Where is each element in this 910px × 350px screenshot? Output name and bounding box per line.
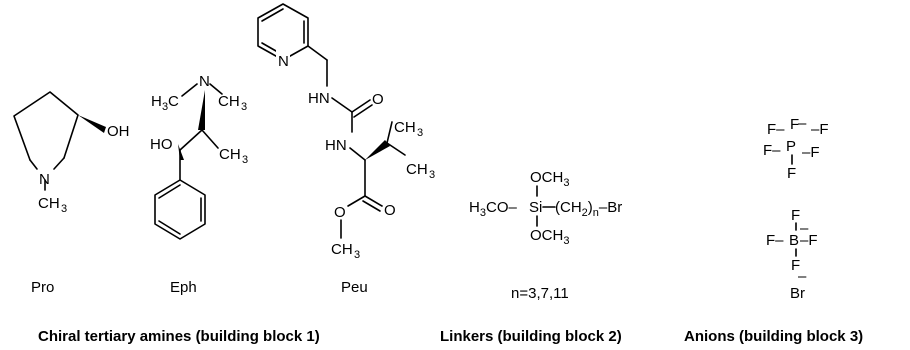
eph-h3c-c: C [168,93,179,110]
pf6-anion: F– F – –F F– P –F F [763,115,829,182]
peu-o1: O [372,91,384,108]
pro-oh: OH [107,123,130,140]
pf6-f-bottom: F [787,165,796,182]
eph-bond-cme [201,129,219,149]
label-peu: Peu [341,279,368,296]
pro-ch-sub: 3 [61,203,67,215]
eph-n: N [199,73,210,90]
pro-structure: N CH 3 OH [13,91,130,215]
peu-bond-nca [349,147,366,161]
bf4-f-top: F [791,207,800,224]
label-br: Br [790,285,805,302]
pf6-f-left-top: F– [767,121,785,138]
peu-ch3c-sub: 3 [354,249,360,261]
caption-amines: Chiral tertiary amines (building block 1… [38,328,320,345]
pro-ring-bonds [13,91,79,161]
linker-si: Si [529,199,542,216]
pro-ch: CH [38,195,60,212]
pro-bond-n1 [29,159,38,170]
label-eph: Eph [170,279,197,296]
peu-ch3b-sub: 3 [429,169,435,181]
label-linker-n: n=3,7,11 [511,285,569,302]
peu-hn1: HN [308,90,330,107]
peu-bond-co3 [364,195,383,207]
eph-ch3-a: CH [218,93,240,110]
pro-n: N [39,171,50,188]
linker-structure: OCH3 H3CO– Si (CH2)n–Br OCH3 [469,169,622,247]
peu-ch3b: CH [406,161,428,178]
peu-hn2: HN [325,137,347,154]
peu-ch3c: CH [331,241,353,258]
peu-wedge [365,140,390,160]
caption-anions: Anions (building block 3) [684,328,863,345]
pf6-f-top-minus: – [798,115,807,132]
pf6-f-right-top: –F [811,121,829,138]
peu-bond-co1 [351,99,371,113]
peu-o2: O [384,202,396,219]
bf4-anion: F F– B – –F F [766,207,818,274]
linker-chain: (CH2)n–Br [555,199,622,219]
peu-bond-ch2 [307,45,328,61]
caption-linkers: Linkers (building block 2) [440,328,622,345]
peu-bond-co5 [347,195,366,207]
bf4-f-bottom: F [791,257,800,274]
eph-ch3-b: CH [219,146,241,163]
eph-ch3-b-sub: 3 [242,154,248,166]
peu-bond-ipr1 [386,121,393,144]
eph-ph-db3 [158,184,181,199]
eph-h3c-h: H [151,93,162,110]
pf6-f-left: F– [763,142,781,159]
peu-o3: O [334,204,346,221]
peu-bond-co2 [353,104,373,118]
peu-bond-nc [331,97,353,113]
bf4-f-left: F– [766,232,784,249]
eph-wedge-n [198,90,205,130]
linker-och3-bottom: OCH3 [530,227,569,247]
peu-bond-co4 [362,200,381,212]
eph-structure: H 3 C N CH 3 HO CH 3 [150,73,248,240]
linker-h3co: H3CO– [469,199,517,219]
peu-py-n: N [278,53,289,70]
bf4-b: B [789,232,799,249]
br-anion-minus: – [798,268,807,285]
eph-bond-nme2 [209,83,223,95]
eph-ho: HO [150,136,173,153]
pf6-f-right: –F [802,144,820,161]
pro-wedge [78,115,106,133]
eph-phenyl [154,179,206,240]
peu-ch3a-sub: 3 [417,127,423,139]
peu-ch3a: CH [394,119,416,136]
bf4-f-right: –F [800,232,818,249]
pf6-f-top: F [790,116,799,133]
eph-bond-nme1 [181,83,198,97]
label-pro: Pro [31,279,54,296]
peu-n-mask [276,50,290,68]
eph-h3c-sub: 3 [162,101,168,113]
peu-bond-ipr2 [386,142,406,156]
bf4-minus: – [800,220,809,237]
eph-ch3-a-sub: 3 [241,101,247,113]
peu-structure: N HN O HN CH 3 CH 3 O O CH 3 [257,3,435,261]
pro-bond-n2 [53,157,65,170]
pf6-p: P [786,138,796,155]
peu-py-db3 [261,8,284,22]
eph-bond-cc [179,129,203,151]
linker-och3-top: OCH3 [530,169,569,189]
eph-ph-db2 [158,220,181,235]
